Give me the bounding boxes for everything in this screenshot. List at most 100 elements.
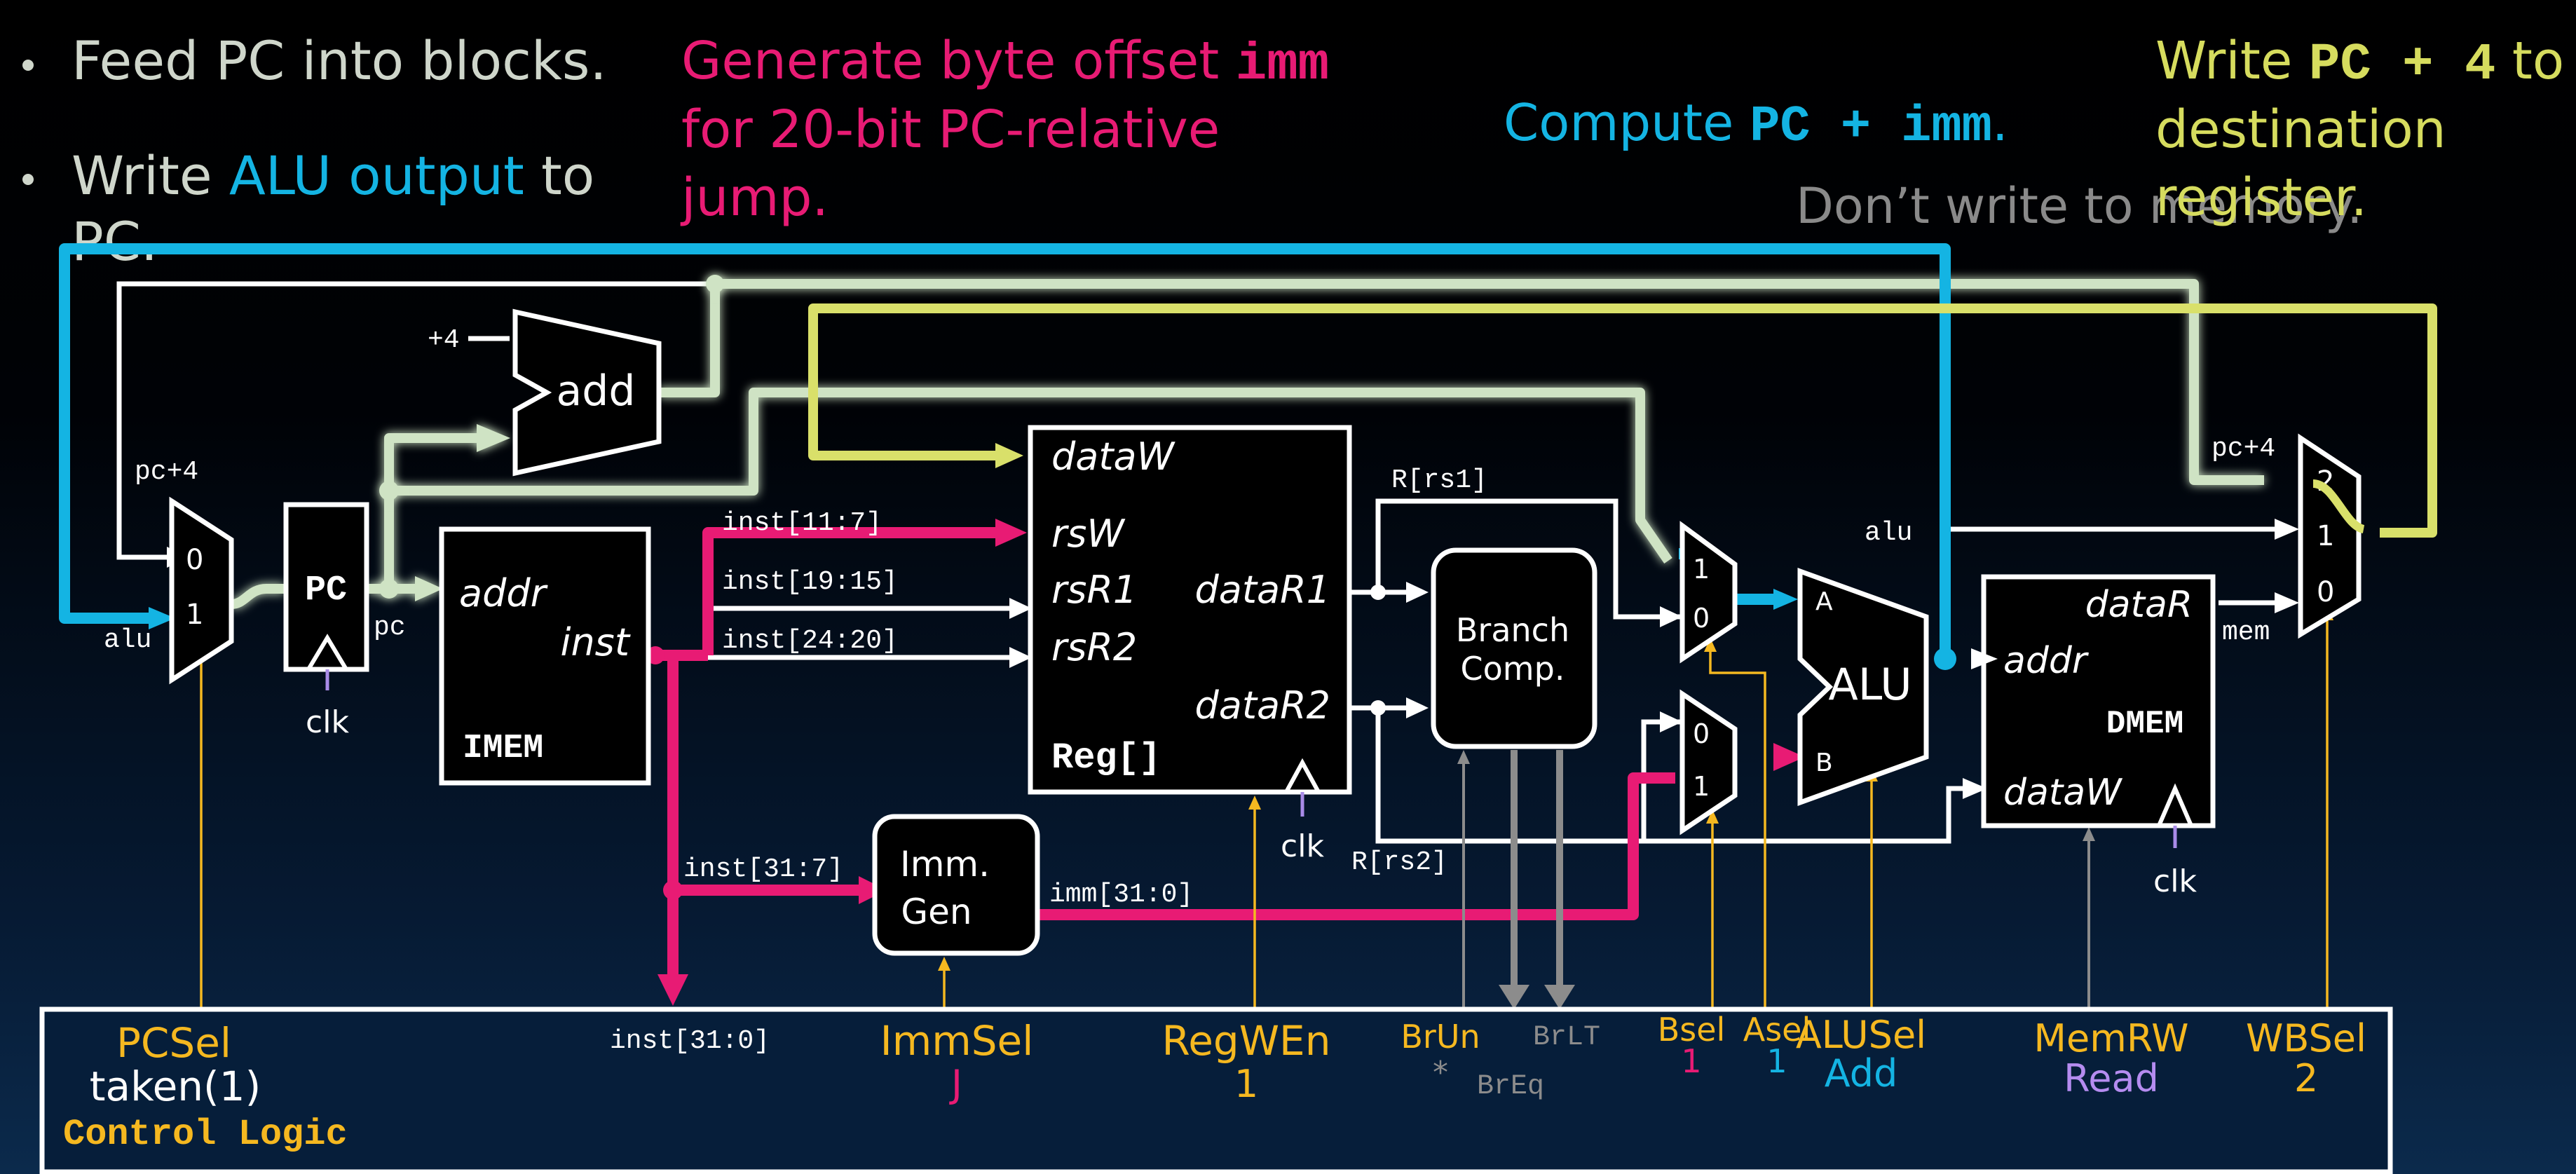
alu: ALU A B — [1797, 568, 1929, 806]
gray-arrowheads — [1457, 750, 2095, 1009]
control-breq: BrEq — [1477, 1071, 1544, 1103]
svg-text:rsW: rsW — [1051, 512, 1126, 556]
svg-text:alu: alu — [1865, 518, 1912, 548]
control-line-arrowheads — [195, 606, 2333, 971]
imem-block: addr inst IMEM — [439, 526, 651, 786]
svg-text:add: add — [557, 367, 636, 416]
annotation-imm-offset: Generate byte offset imm for 20-bit PC-r… — [680, 31, 1329, 228]
svg-text:1: 1 — [1681, 1042, 1701, 1080]
wire-rs2-to-dmem — [1644, 786, 1966, 844]
control-pcsel: PCSel taken(1) — [90, 1019, 261, 1110]
signal-pc4-left: pc+4 — [135, 457, 198, 487]
svg-text:1: 1 — [1693, 554, 1710, 585]
branch-comparator: Branch Comp. — [1431, 547, 1597, 749]
annotation-write-pc4: Write PC + 4 to destination register. — [2155, 31, 2564, 228]
svg-text:Write ALU output to: Write ALU output to — [71, 144, 594, 207]
svg-text:mem: mem — [2222, 617, 2270, 648]
svg-text:imm[31:0]: imm[31:0] — [1049, 880, 1193, 910]
wb-mux: 2 1 0 — [2298, 433, 2362, 639]
control-alusel: ALUSel Add — [1796, 1013, 1926, 1095]
signal-labels: inst[11:7] inst[19:15] inst[24:20] inst[… — [683, 434, 2275, 910]
dmem-addr-arrowhead — [1971, 648, 1998, 669]
svg-text:WBSel: WBSel — [2246, 1016, 2366, 1060]
control-brun: BrUn * — [1401, 1018, 1480, 1091]
svg-text:1: 1 — [1234, 1062, 1258, 1106]
svg-text:Reg[]: Reg[] — [1051, 737, 1161, 779]
svg-text:ALU: ALU — [1828, 659, 1911, 710]
adder: add — [512, 308, 662, 477]
signal-inst-31-0: inst[31:0] — [610, 1026, 770, 1056]
svg-text:R[rs2]: R[rs2] — [1351, 847, 1447, 878]
svg-text:register.: register. — [2155, 168, 2367, 228]
svg-text:1: 1 — [2317, 520, 2334, 552]
svg-text:Don’t write to memory.: Don’t write to memory. — [1796, 177, 2363, 235]
annotation-no-mem-write: Don’t write to memory. — [1796, 177, 2363, 235]
svg-text:for 20-bit PC-relative: for 20-bit PC-relative — [681, 100, 1220, 160]
svg-text:1: 1 — [1693, 771, 1710, 802]
register-file: dataW rsW rsR1 rsR2 dataR1 dataR2 Reg[] — [1028, 425, 1352, 795]
dmem-block: dataR addr DMEM dataW — [1981, 574, 2216, 828]
active-pc-arrowheads — [379, 275, 724, 601]
active-pc-wires — [231, 279, 2264, 609]
svg-text:inst[11:7]: inst[11:7] — [722, 508, 882, 538]
svg-text:Add: Add — [1825, 1051, 1898, 1095]
svg-text:ALUSel: ALUSel — [1796, 1013, 1926, 1057]
svg-text:taken(1): taken(1) — [90, 1063, 261, 1110]
svg-text:Bsel: Bsel — [1658, 1011, 1726, 1049]
pc-mux: 0 1 — [169, 496, 234, 685]
svg-text:Feed PC into blocks.: Feed PC into blocks. — [71, 29, 607, 92]
svg-text:Write PC + 4 to: Write PC + 4 to — [2155, 31, 2564, 95]
wb-mux-selected-path — [2312, 479, 2366, 533]
control-logic-box — [39, 1006, 2393, 1174]
svg-text:PC: PC — [305, 571, 347, 610]
control-logic-title: Control Logic — [63, 1114, 348, 1155]
svg-text:dataW: dataW — [2003, 772, 2123, 814]
svg-text:inst[19:15]: inst[19:15] — [722, 567, 898, 597]
control-brlt: BrLT — [1533, 1022, 1600, 1053]
svg-text:BrUn: BrUn — [1401, 1018, 1480, 1056]
svg-text:1: 1 — [186, 599, 203, 631]
svg-text:Asel: Asel — [1743, 1011, 1811, 1049]
svg-text:destination: destination — [2155, 100, 2446, 160]
control-regwen: RegWEn 1 — [1162, 1017, 1331, 1106]
svg-text:Read: Read — [2064, 1056, 2159, 1100]
svg-text:PCSel: PCSel — [116, 1019, 231, 1067]
svg-text:DMEM: DMEM — [2106, 706, 2183, 742]
pc-clk-label: clk — [306, 704, 349, 740]
control-asel: Asel 1 — [1743, 1011, 1811, 1080]
svg-text:2: 2 — [2294, 1056, 2318, 1100]
annotation-compute-pc-imm: Compute PC + imm. — [1504, 93, 2008, 156]
control-memrw: MemRW Read — [2033, 1016, 2188, 1100]
svg-text:Comp.: Comp. — [1461, 650, 1565, 688]
svg-text:rsR1: rsR1 — [1051, 568, 1137, 612]
svg-text:rsR2: rsR2 — [1051, 625, 1137, 669]
dmem-clk-label: clk — [2153, 864, 2197, 899]
svg-text:IMEM: IMEM — [463, 730, 543, 767]
svg-text:RegWEn: RegWEn — [1162, 1017, 1331, 1065]
control-lines — [200, 617, 2329, 1009]
svg-text:dataW: dataW — [1051, 435, 1176, 479]
svg-text:0: 0 — [1693, 603, 1710, 634]
svg-text:R[rs1]: R[rs1] — [1391, 465, 1487, 496]
control-wbsel: WBSel 2 — [2246, 1016, 2366, 1100]
svg-text:addr: addr — [2003, 640, 2090, 682]
svg-text:0: 0 — [1693, 718, 1710, 749]
signal-pc: pc — [374, 613, 406, 643]
imm-gen: Imm. Gen — [872, 814, 1040, 956]
svg-text:0: 0 — [2317, 576, 2334, 608]
svg-text:addr: addr — [459, 571, 548, 615]
svg-text:dataR1: dataR1 — [1194, 568, 1330, 612]
control-bsel: Bsel 1 — [1658, 1011, 1726, 1080]
signal-alu-left: alu — [104, 625, 151, 655]
svg-text:inst[24:20]: inst[24:20] — [722, 626, 898, 656]
imm-inst-arrowheads — [646, 519, 1805, 1006]
plus4-label: +4 — [428, 325, 460, 355]
svg-text:1: 1 — [1766, 1042, 1787, 1080]
a-mux: 1 0 — [1679, 521, 1738, 664]
writeback-arrowhead — [995, 443, 1023, 468]
pc-register: PC — [283, 502, 369, 672]
svg-text:jump.: jump. — [680, 168, 829, 228]
svg-text:dataR: dataR — [2085, 584, 2193, 626]
svg-text:A: A — [1815, 587, 1833, 616]
